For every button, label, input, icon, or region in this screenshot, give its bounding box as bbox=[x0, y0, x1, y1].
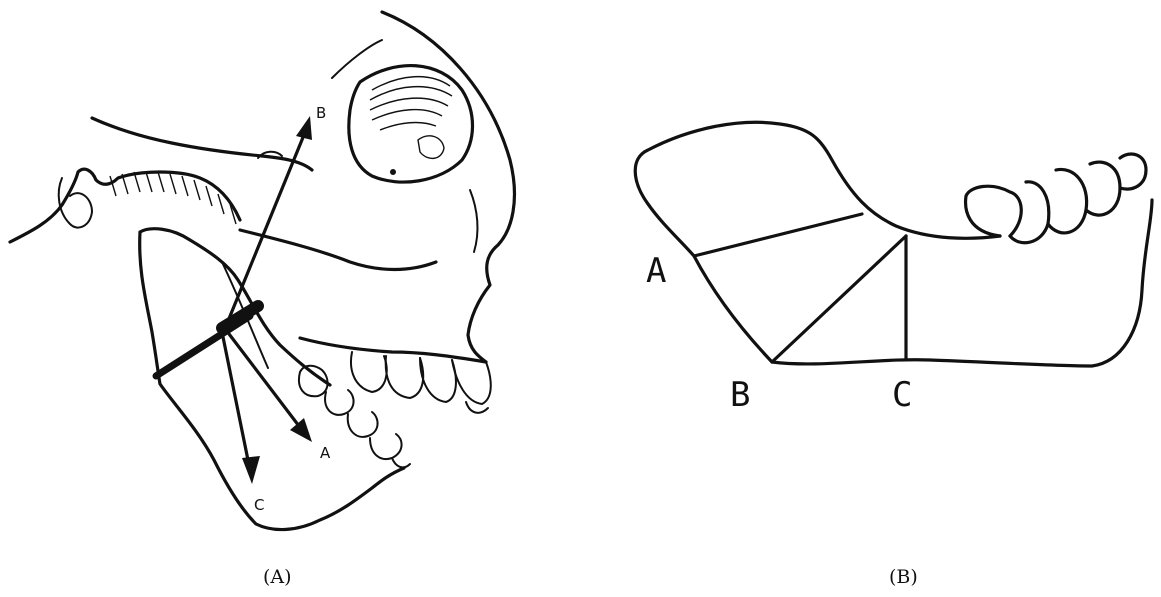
label-c: C bbox=[892, 375, 912, 415]
label-c: C bbox=[254, 496, 264, 514]
nasal-contour bbox=[470, 190, 477, 252]
panel-a-skull-diagram: B A C (A) bbox=[0, 0, 600, 597]
ear-region-outline bbox=[10, 169, 240, 242]
line-a-upper bbox=[694, 214, 862, 256]
skull-lateral-drawing: B A C bbox=[0, 0, 600, 597]
orbit-outline bbox=[349, 66, 473, 183]
masseter-band bbox=[156, 306, 258, 376]
maxilla-margin bbox=[300, 338, 486, 362]
label-b: B bbox=[316, 104, 326, 122]
label-a: A bbox=[320, 444, 331, 462]
zygomatic-arch bbox=[92, 118, 312, 170]
label-a: A bbox=[646, 251, 666, 291]
label-b: B bbox=[730, 375, 750, 415]
caption-b: (B) bbox=[889, 566, 918, 588]
caption-a: (A) bbox=[263, 566, 292, 588]
mandible-teeth bbox=[966, 154, 1146, 243]
panel-b-mandible-diagram: A B C (B) bbox=[600, 0, 1161, 597]
line-b-diagonal bbox=[772, 236, 906, 362]
force-vector-c bbox=[222, 332, 260, 484]
mandible-drawing: A B C bbox=[600, 0, 1161, 597]
ear-region-shading bbox=[110, 172, 236, 224]
upper-teeth bbox=[351, 352, 491, 413]
zygoma-lower bbox=[240, 230, 436, 270]
lower-teeth bbox=[299, 366, 410, 468]
mandible-outline bbox=[635, 122, 1152, 366]
mandible-outline bbox=[140, 229, 404, 530]
orbit-shading bbox=[370, 77, 452, 159]
foramen-dot bbox=[390, 169, 396, 175]
